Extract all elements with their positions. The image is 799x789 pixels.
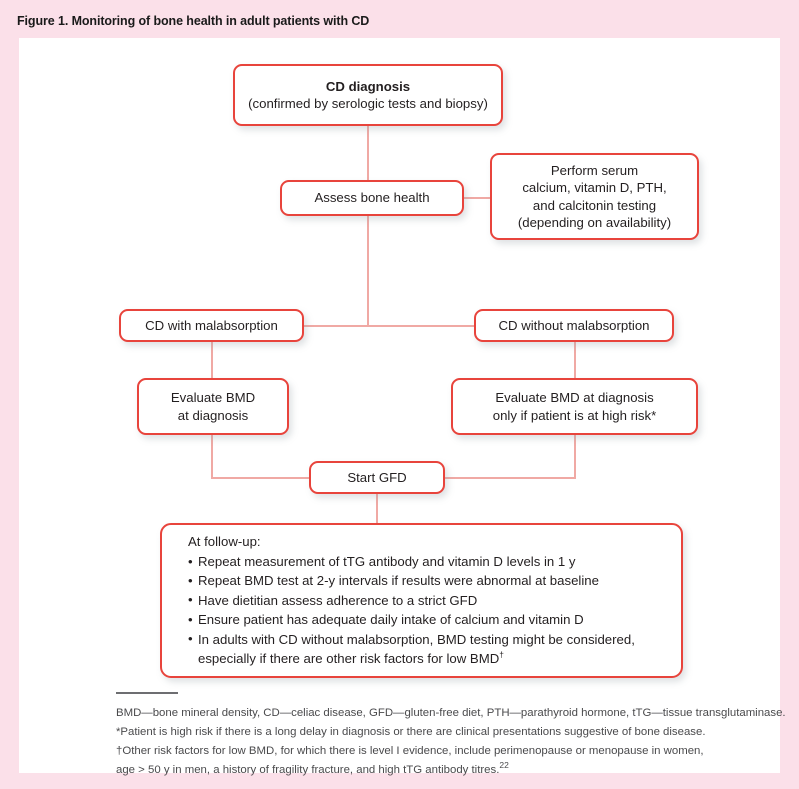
node-perform-serum-tests-line4: (depending on availability)	[517, 214, 672, 230]
node-evaluate-bmd-at-diagnosis-line1: Evaluate BMD	[170, 390, 256, 406]
figure-caption: Figure 1. Monitoring of bone health in a…	[17, 14, 370, 28]
connector-diagnosis-to-assess	[367, 126, 369, 182]
connector-assess-to-labs	[463, 197, 492, 199]
connector-gfd-to-followup	[376, 493, 378, 525]
footnote-dagger-line2-text: age > 50 y in men, a history of fragilit…	[116, 763, 500, 776]
node-start-gfd-label: Start GFD	[347, 469, 407, 485]
node-assess-bone-health[interactable]: Assess bone health	[280, 180, 464, 216]
list-item: Repeat measurement of tTG antibody and v…	[188, 551, 635, 571]
connector-bmdleft-down	[211, 434, 213, 478]
connector-branch-bus	[302, 325, 476, 327]
node-perform-serum-tests-line2: calcium, vitamin D, PTH,	[522, 180, 667, 196]
node-evaluate-bmd-at-diagnosis-line2: at diagnosis	[177, 407, 249, 423]
follow-up-bullet-list: Repeat measurement of tTG antibody and v…	[188, 551, 635, 669]
flowchart-canvas: CD diagnosis (confirmed by serologic tes…	[19, 38, 780, 678]
node-cd-diagnosis-title: CD diagnosis	[325, 78, 411, 94]
connector-bmdright-down	[574, 434, 576, 478]
footnote-abbreviations: BMD—bone mineral density, CD—celiac dise…	[116, 706, 786, 719]
list-item: In adults with CD without malabsorption,…	[188, 629, 635, 669]
node-start-gfd[interactable]: Start GFD	[309, 461, 445, 494]
reference-number: 22	[499, 759, 509, 770]
connector-assess-down	[367, 215, 369, 326]
dagger-marker: †	[499, 649, 504, 660]
footnote-asterisk: *Patient is high risk if there is a long…	[116, 725, 706, 738]
connector-without-to-bmdright	[574, 341, 576, 379]
connector-bmdright-to-gfd	[443, 477, 576, 479]
node-evaluate-bmd-high-risk-line2: only if patient is at high risk*	[492, 407, 657, 423]
list-item-line2: especially if there are other risk facto…	[198, 649, 635, 668]
list-item: Ensure patient has adequate daily intake…	[188, 610, 635, 630]
footnotes: BMD—bone mineral density, CD—celiac dise…	[116, 692, 786, 781]
node-cd-without-malabsorption-label: CD without malabsorption	[498, 317, 650, 333]
list-item: Have dietitian assess adherence to a str…	[188, 590, 635, 610]
follow-up-heading: At follow-up:	[188, 533, 261, 549]
node-cd-without-malabsorption[interactable]: CD without malabsorption	[474, 309, 674, 342]
node-perform-serum-tests[interactable]: Perform serum calcium, vitamin D, PTH, a…	[490, 153, 699, 240]
list-item: Repeat BMD test at 2-y intervals if resu…	[188, 571, 635, 591]
footnote-dagger-line2: age > 50 y in men, a history of fragilit…	[116, 759, 756, 779]
node-evaluate-bmd-high-risk[interactable]: Evaluate BMD at diagnosis only if patien…	[451, 378, 698, 435]
node-assess-bone-health-label: Assess bone health	[314, 190, 430, 206]
node-evaluate-bmd-at-diagnosis[interactable]: Evaluate BMD at diagnosis	[137, 378, 289, 435]
node-at-follow-up[interactable]: At follow-up: Repeat measurement of tTG …	[160, 523, 683, 678]
connector-bmdleft-to-gfd	[211, 477, 311, 479]
node-perform-serum-tests-line3: and calcitonin testing	[532, 197, 657, 213]
node-evaluate-bmd-high-risk-line1: Evaluate BMD at diagnosis	[495, 390, 654, 406]
node-cd-with-malabsorption-label: CD with malabsorption	[145, 317, 278, 333]
figure-card: CD diagnosis (confirmed by serologic tes…	[19, 38, 786, 776]
node-cd-diagnosis-subtitle: (confirmed by serologic tests and biopsy…	[248, 96, 488, 111]
node-cd-diagnosis[interactable]: CD diagnosis (confirmed by serologic tes…	[233, 64, 503, 126]
node-perform-serum-tests-line1: Perform serum	[550, 162, 639, 178]
list-item-line2-text: especially if there are other risk facto…	[198, 651, 500, 667]
footnote-divider	[116, 692, 178, 694]
node-cd-with-malabsorption[interactable]: CD with malabsorption	[119, 309, 304, 342]
list-item-line1: In adults with CD without malabsorption,…	[198, 631, 635, 647]
footnote-dagger-line1: †Other risk factors for low BMD, for whi…	[116, 744, 704, 757]
connector-with-to-bmdleft	[211, 341, 213, 379]
